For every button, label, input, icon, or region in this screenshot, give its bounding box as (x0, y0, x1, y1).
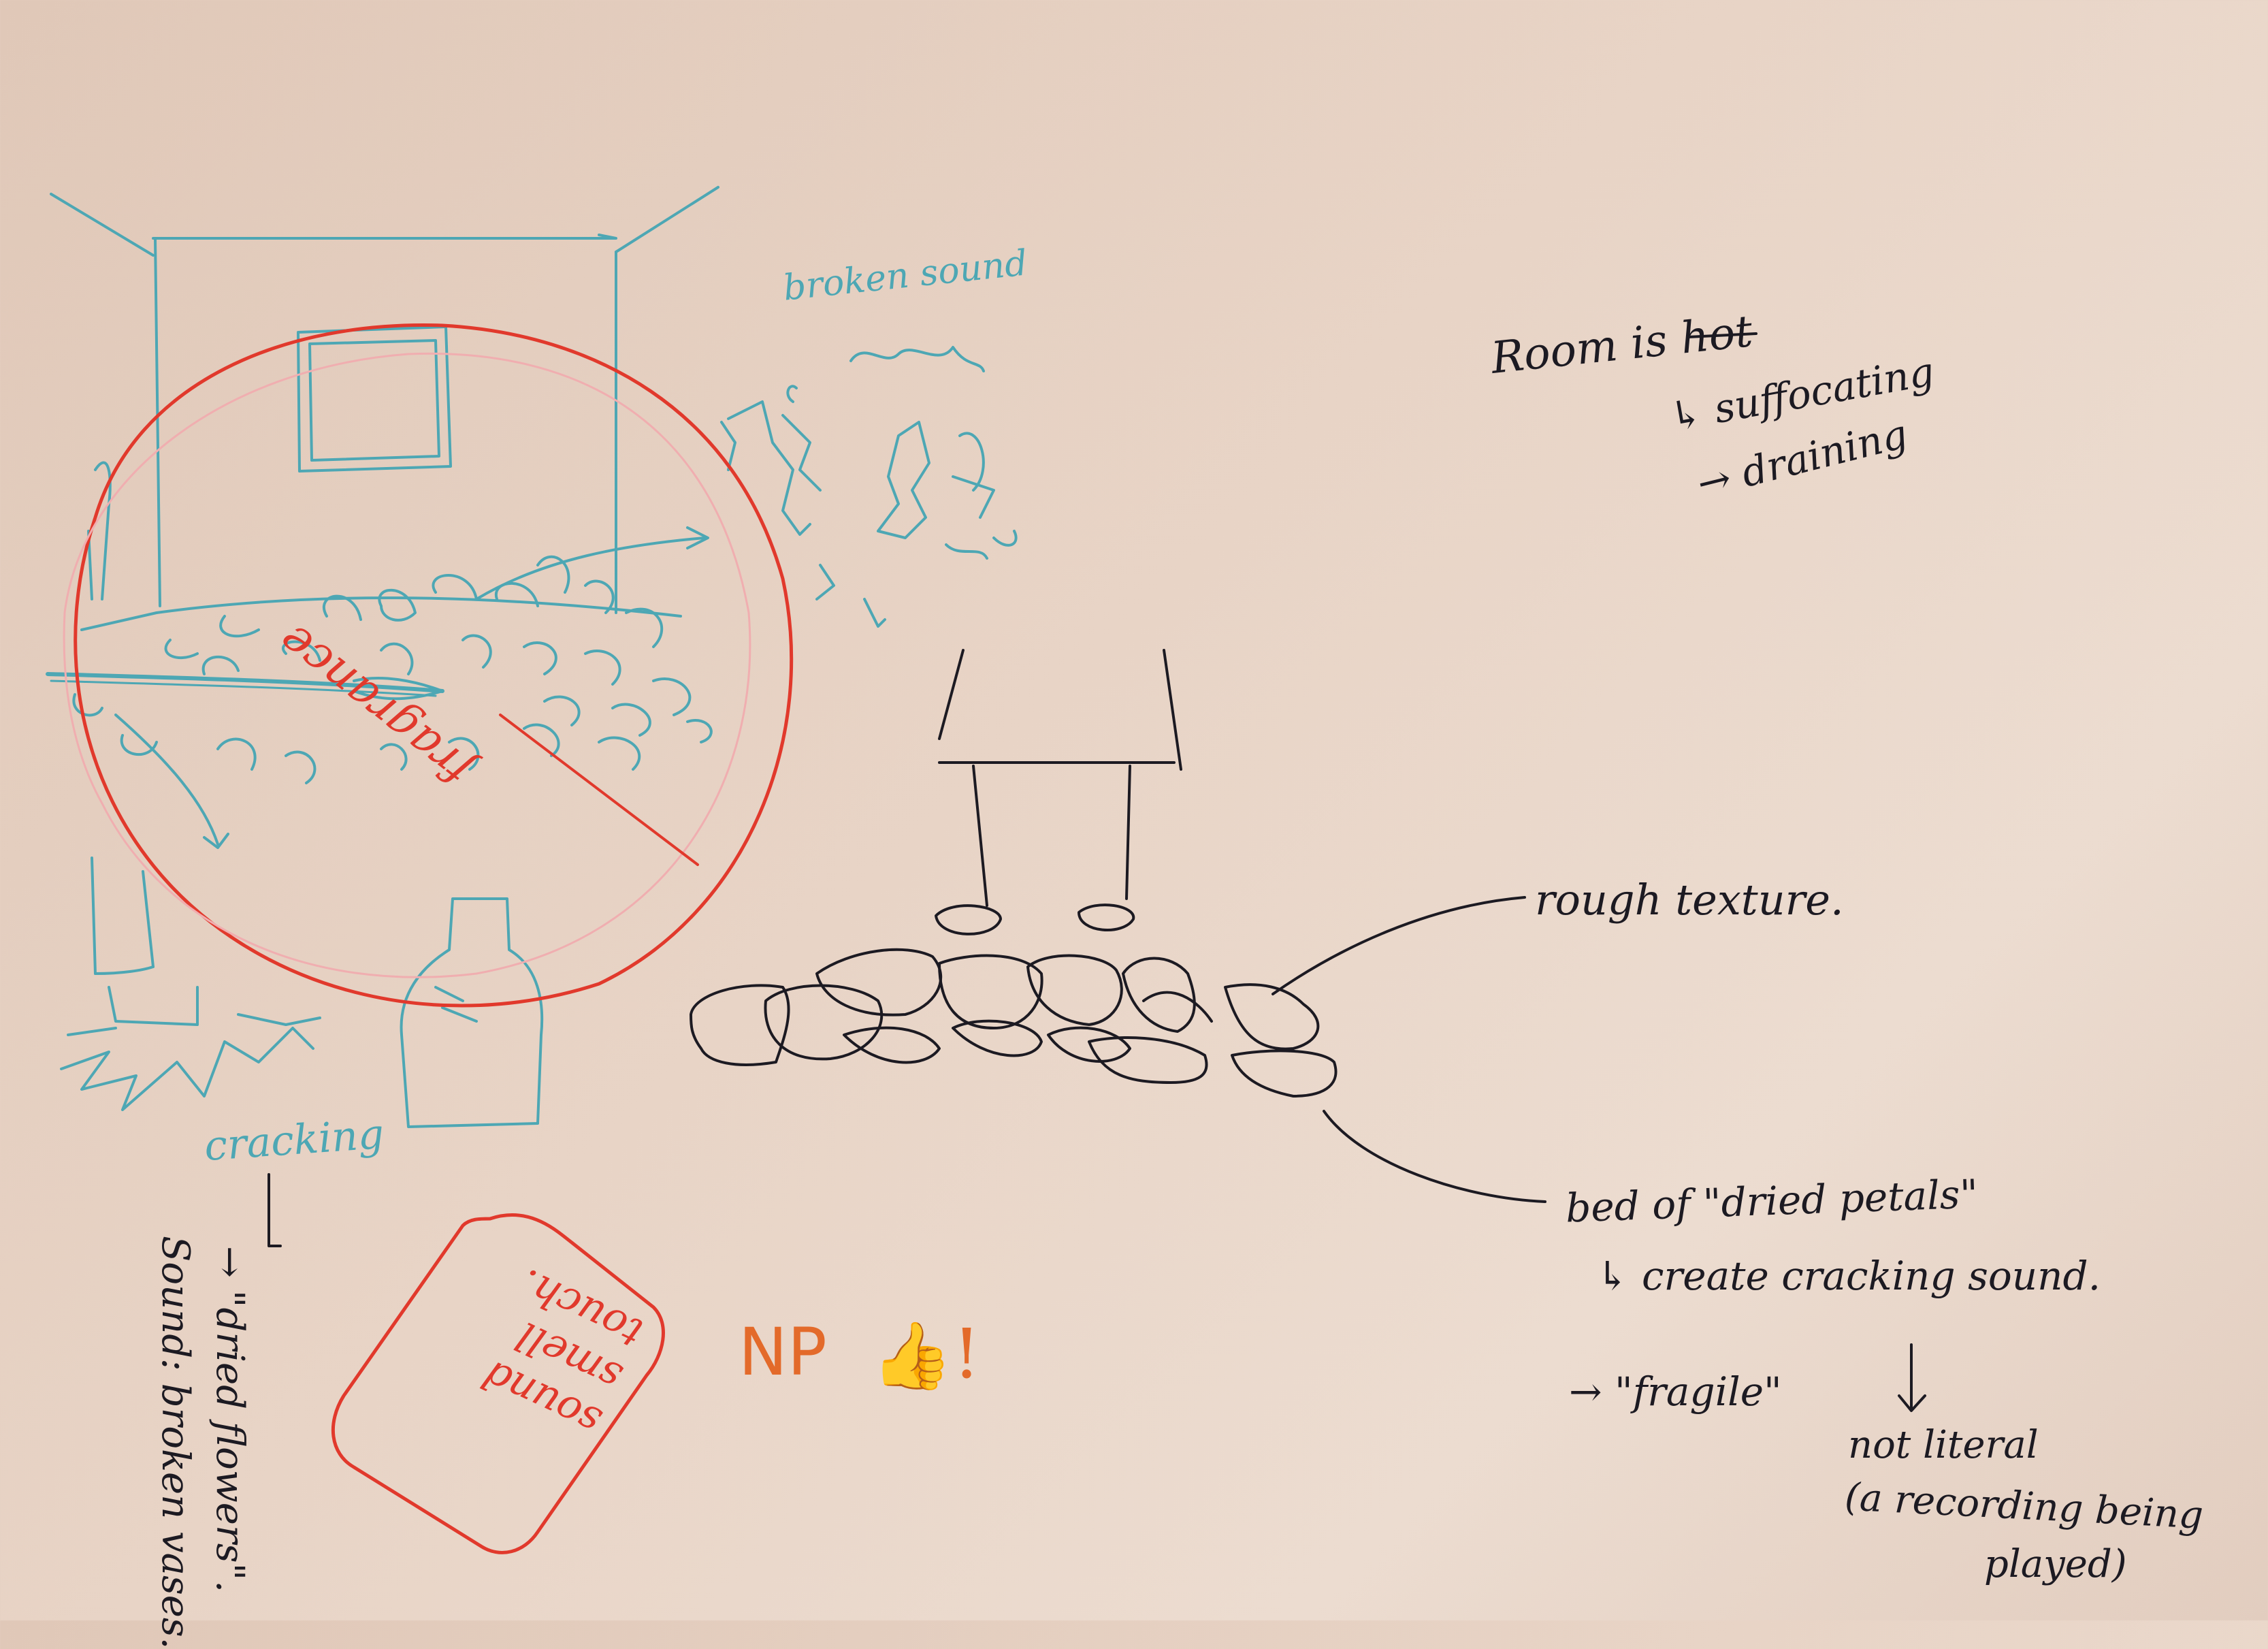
exclaim-label: ! (953, 1314, 981, 1394)
create-cracking-sound-label: ↳ create cracking sound. (1596, 1253, 2101, 1299)
thumbs-up-icon: 👍 (871, 1317, 953, 1394)
room-sketch (46, 186, 1018, 1128)
fragile-label: → "fragile" (1569, 1368, 1782, 1415)
dried-flowers-label: → "dried flowers". (208, 1246, 252, 1593)
np-label: NP (739, 1314, 827, 1390)
not-literal-label: not literal (1848, 1423, 2039, 1467)
figure-on-petals (690, 649, 1546, 1203)
broken-vases-label: Sound: broken vases. (153, 1236, 197, 1649)
sound-smell-touch-box (331, 1213, 665, 1554)
rough-texture-label: rough texture. (1535, 875, 1844, 925)
inner-pink-circle (63, 352, 751, 978)
focus-circle (74, 323, 794, 1008)
played-label: played) (1984, 1542, 2127, 1586)
down-arrow-icon (1898, 1343, 1926, 1412)
